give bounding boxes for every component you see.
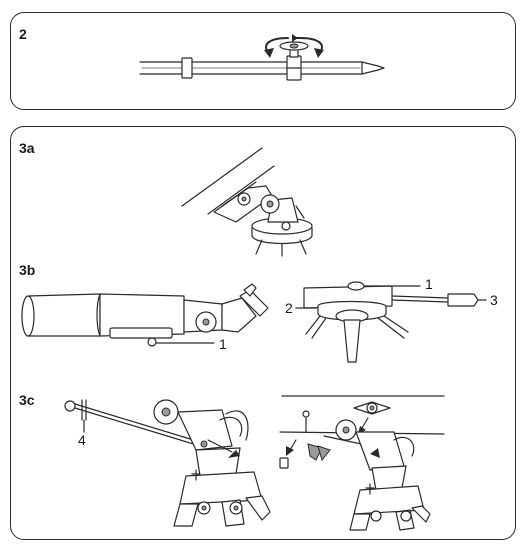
- step-2-illustration: [139, 34, 385, 81]
- callout-3c-4: 4: [78, 432, 86, 448]
- step-3b-diagonal-eyepiece: [221, 283, 269, 333]
- step-3c-left-rod: [64, 399, 201, 447]
- thumb-screw-icon: [279, 41, 309, 58]
- step-3a-tube-mount: [181, 147, 275, 223]
- step-3c-right-mount: [323, 419, 431, 531]
- callout-3b-right-1: 1: [425, 276, 433, 292]
- step-3b-label: 3b: [19, 262, 36, 278]
- callout-3b-right-2: 2: [285, 300, 293, 316]
- step-2-panel: [10, 12, 516, 110]
- step-3a-label: 3a: [19, 140, 35, 156]
- step-3c-left-mount: [153, 399, 271, 527]
- callout-3b-left-1: 1: [219, 336, 227, 352]
- step-3a-tripod-head: [251, 194, 313, 257]
- step-3b-telescope: [21, 293, 223, 347]
- step-3b-mount-head: [303, 281, 393, 323]
- callout-3b-right-3: 3: [490, 292, 498, 308]
- step-3b-tripod-legs: [305, 315, 409, 363]
- step-3c-right-parts: [279, 401, 391, 469]
- rotate-arrows-icon: [264, 34, 324, 58]
- step-2-label: 2: [19, 26, 27, 42]
- slow-motion-rod: [139, 61, 385, 75]
- rod-clamp-right: [286, 55, 302, 81]
- step-3c-label: 3c: [19, 392, 35, 408]
- step-3b-slow-motion-rod: [391, 293, 479, 307]
- step-3b-mount-knob: [195, 311, 217, 333]
- rod-clamp-left: [181, 57, 193, 79]
